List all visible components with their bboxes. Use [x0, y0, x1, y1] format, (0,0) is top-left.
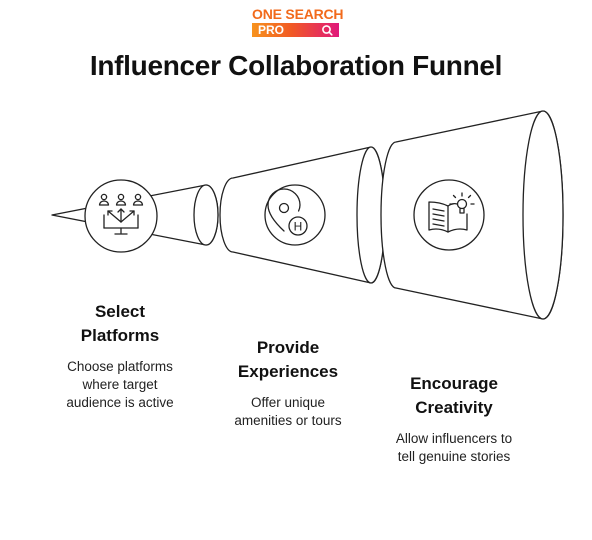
step-heading: Select Platforms — [40, 300, 200, 348]
step-description-line: Offer unique — [250, 395, 326, 410]
step-heading: Encourage Creativity — [368, 372, 540, 420]
funnel-stage-3-rim — [522, 110, 564, 320]
step-description-line: Choose platforms — [67, 359, 173, 374]
icon-circle-3 — [413, 179, 485, 251]
step-heading-line: Provide — [256, 338, 320, 357]
step-description-line: Allow influencers to — [395, 431, 513, 446]
step-heading-line: Experiences — [237, 362, 339, 381]
step-provide-experiences: Provide Experiences Offer unique ameniti… — [208, 336, 368, 430]
step-description-line: audience is active — [66, 395, 174, 410]
book-lightbulb-icon — [428, 192, 475, 233]
step-description: Allow influencers to tell genuine storie… — [368, 430, 540, 466]
step-description-line: tell genuine stories — [397, 449, 511, 464]
brand-name: ONE SEARCH — [252, 6, 344, 22]
step-heading-line: Encourage — [410, 374, 498, 393]
step-heading: Provide Experiences — [208, 336, 368, 384]
step-description: Choose platforms where target audience i… — [40, 358, 200, 412]
location-hotel-icon — [267, 188, 308, 236]
brand-logo: ONE SEARCH PRO — [252, 6, 344, 38]
magnifier-icon — [322, 25, 333, 36]
people-network-icon — [98, 193, 144, 235]
step-heading-line: Platforms — [80, 326, 160, 345]
page-title: Influencer Collaboration Funnel — [89, 50, 503, 81]
icon-circle-2 — [264, 184, 326, 246]
step-encourage-creativity: Encourage Creativity Allow influencers t… — [368, 372, 540, 466]
step-description-line: where target — [82, 377, 158, 392]
step-description-line: amenities or tours — [234, 413, 342, 428]
brand-suffix: PRO — [258, 23, 285, 37]
funnel-stage-1-rim — [193, 184, 219, 246]
step-select-platforms: Select Platforms Choose platforms where … — [40, 300, 200, 412]
step-heading-line: Select — [94, 302, 146, 321]
step-heading-line: Creativity — [415, 398, 493, 417]
brand-bar: PRO — [252, 23, 339, 37]
hotel-letter: H — [294, 220, 303, 234]
step-description: Offer unique amenities or tours — [208, 394, 368, 430]
